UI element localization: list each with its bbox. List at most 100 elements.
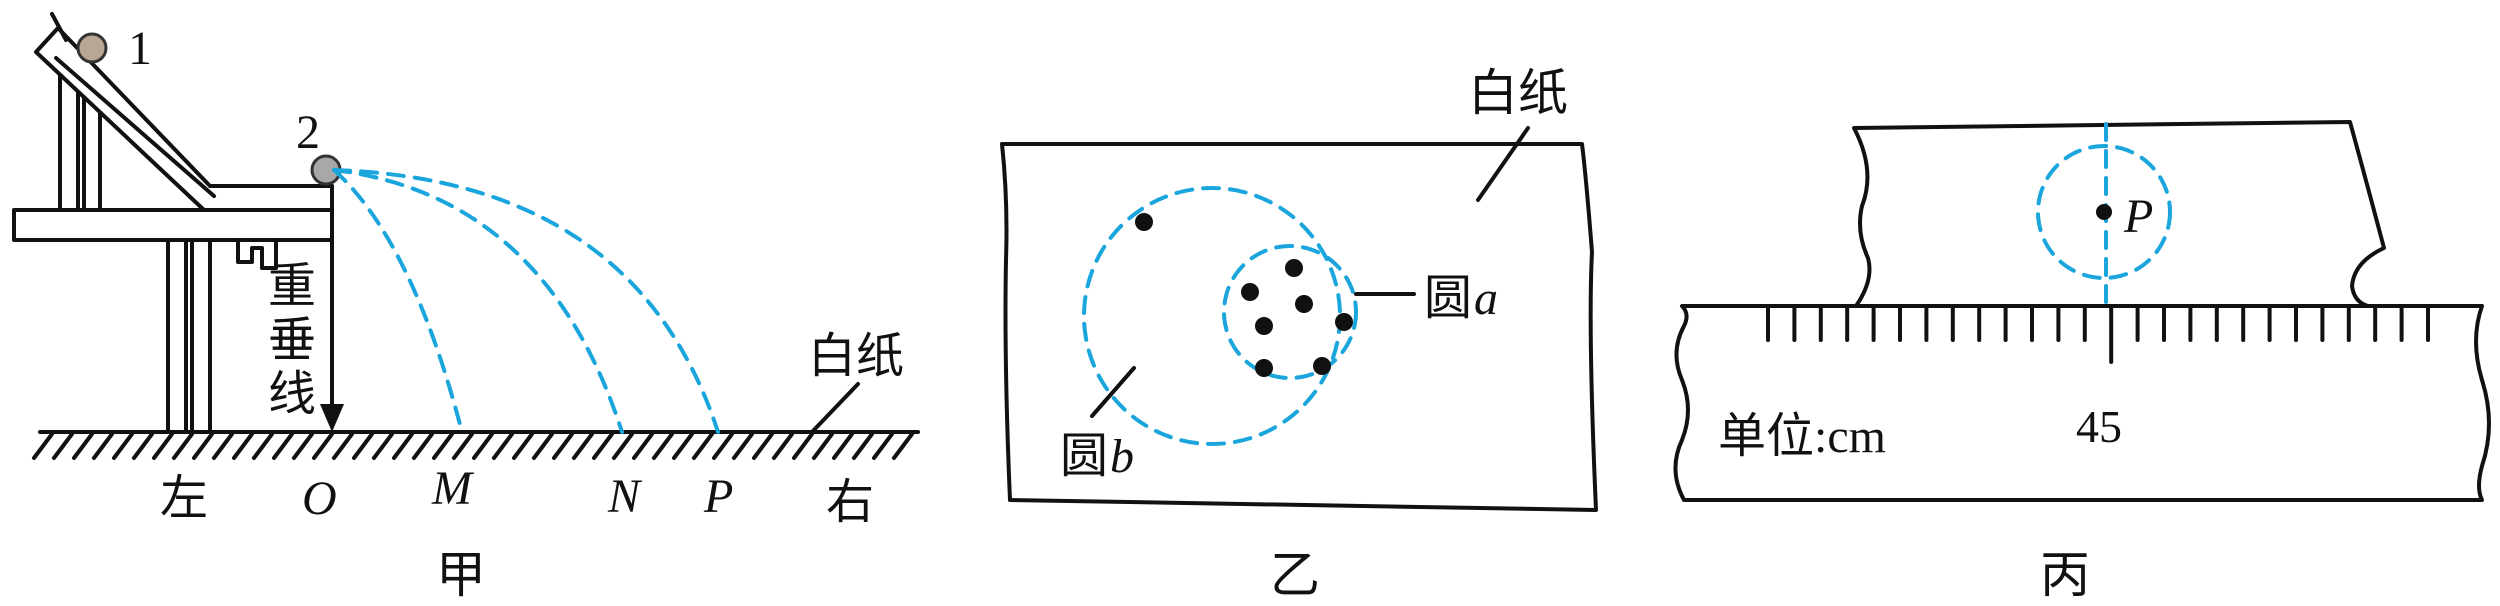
ruler-ticks: [1766, 304, 2430, 364]
hatch-mark: [592, 432, 614, 460]
circle-b-leader: [1090, 366, 1136, 418]
circle-b: [1082, 186, 1342, 446]
hatch-mark: [272, 432, 294, 460]
paper-leader-yi: [1476, 126, 1530, 202]
hatch-mark: [92, 432, 114, 460]
ball-1-label: 1: [128, 22, 152, 75]
hatch-mark: [132, 432, 154, 460]
support-leg-left: [166, 238, 188, 434]
paper-label-yi: 白纸: [1468, 65, 1568, 121]
hatch-mark: [492, 432, 514, 460]
white-paper-sheet: [1000, 142, 1598, 512]
support-leg-right: [190, 238, 212, 434]
landing-dot: [1285, 259, 1303, 277]
hatch-mark: [232, 432, 254, 460]
plumb-label-char-2: 垂: [268, 314, 316, 367]
circle-a: [1222, 244, 1358, 380]
hatch-mark: [172, 432, 194, 460]
table-board: [12, 208, 334, 242]
caption-yi: 乙: [1270, 547, 1320, 603]
hatch-mark: [32, 432, 54, 460]
right-label: 右: [826, 476, 874, 529]
paper-leader-jia: [810, 382, 860, 434]
circle-b-char: 圆: [1060, 430, 1108, 483]
hatch-mark: [312, 432, 334, 460]
hatch-mark: [192, 432, 214, 460]
trajectory-to-m: [332, 168, 464, 434]
trajectory-to-n: [332, 168, 624, 434]
hatch-mark: [852, 432, 874, 460]
point-m-label: M: [431, 462, 475, 515]
average-circle: [2036, 144, 2172, 280]
landing-dot: [1295, 295, 1313, 313]
trajectory-to-p: [332, 168, 720, 434]
hatch-mark: [512, 432, 534, 460]
ramp-inner-line: [54, 56, 216, 198]
unit-label: 单位:cm: [1718, 410, 1886, 463]
left-label: 左: [160, 472, 208, 525]
hatch-mark: [372, 432, 394, 460]
hatch-mark: [572, 432, 594, 460]
hatch-mark: [832, 432, 854, 460]
hatch-mark: [452, 432, 474, 460]
hatch-mark: [392, 432, 414, 460]
plumb-arrow-icon: [320, 404, 344, 432]
landing-dot: [1255, 317, 1273, 335]
figure-bing: P 单位:cm 45 丙: [1673, 120, 2491, 603]
hatch-mark: [792, 432, 814, 460]
caption-jia: 甲: [436, 547, 486, 603]
hatch-mark: [212, 432, 234, 460]
figure-jia: 1 2 重 垂 线 白纸 左 O M N P 右 甲: [12, 12, 920, 603]
landing-dot: [1313, 357, 1331, 375]
circle-a-char: 圆: [1424, 272, 1472, 325]
hatch-mark: [72, 432, 94, 460]
landing-dot: [1135, 213, 1153, 231]
landing-dot: [1255, 359, 1273, 377]
ruler: [1673, 304, 2491, 502]
hatch-mark: [412, 432, 434, 460]
ramp-stop: [50, 12, 68, 42]
hatch-mark: [332, 432, 354, 460]
point-p-dot: [2096, 204, 2112, 220]
table-clamp: [236, 238, 278, 270]
caption-bing: 丙: [2040, 547, 2090, 603]
hatch-mark: [812, 432, 834, 460]
hatch-mark: [652, 432, 674, 460]
hatch-mark: [872, 432, 894, 460]
hatch-mark: [712, 432, 734, 460]
hatch-mark: [352, 432, 374, 460]
hatch-mark: [772, 432, 794, 460]
landing-dot: [1335, 313, 1353, 331]
point-p-label-bing: P: [2123, 190, 2153, 243]
hatch-mark: [252, 432, 274, 460]
landing-dot: [1241, 283, 1259, 301]
plumb-label-char-3: 线: [268, 368, 316, 421]
hatch-mark: [112, 432, 134, 460]
plumb-label-char-1: 重: [268, 260, 316, 313]
circle-b-letter: b: [1110, 430, 1134, 483]
ramp-post-right: [82, 94, 102, 212]
hatch-mark: [892, 432, 914, 460]
hatch-mark: [732, 432, 754, 460]
paper-label-jia: 白纸: [808, 330, 904, 383]
circle-a-letter: a: [1474, 272, 1498, 325]
hatch-mark: [532, 432, 554, 460]
ball-1: [76, 32, 108, 64]
ground-hatching: [32, 432, 914, 460]
hatch-mark: [152, 432, 174, 460]
point-o-label: O: [302, 472, 337, 525]
hatch-mark: [432, 432, 454, 460]
hatch-mark: [472, 432, 494, 460]
hatch-mark: [292, 432, 314, 460]
tick-label-45: 45: [2076, 401, 2122, 452]
point-n-label: N: [607, 470, 643, 523]
hatch-mark: [612, 432, 634, 460]
hatch-mark: [672, 432, 694, 460]
hatch-mark: [692, 432, 714, 460]
ball-2-label: 2: [296, 106, 320, 159]
figure-yi: 白纸 圆 a 圆 b 乙: [1000, 65, 1598, 603]
point-p-label-jia: P: [703, 470, 733, 523]
hatch-mark: [752, 432, 774, 460]
hatch-mark: [632, 432, 654, 460]
